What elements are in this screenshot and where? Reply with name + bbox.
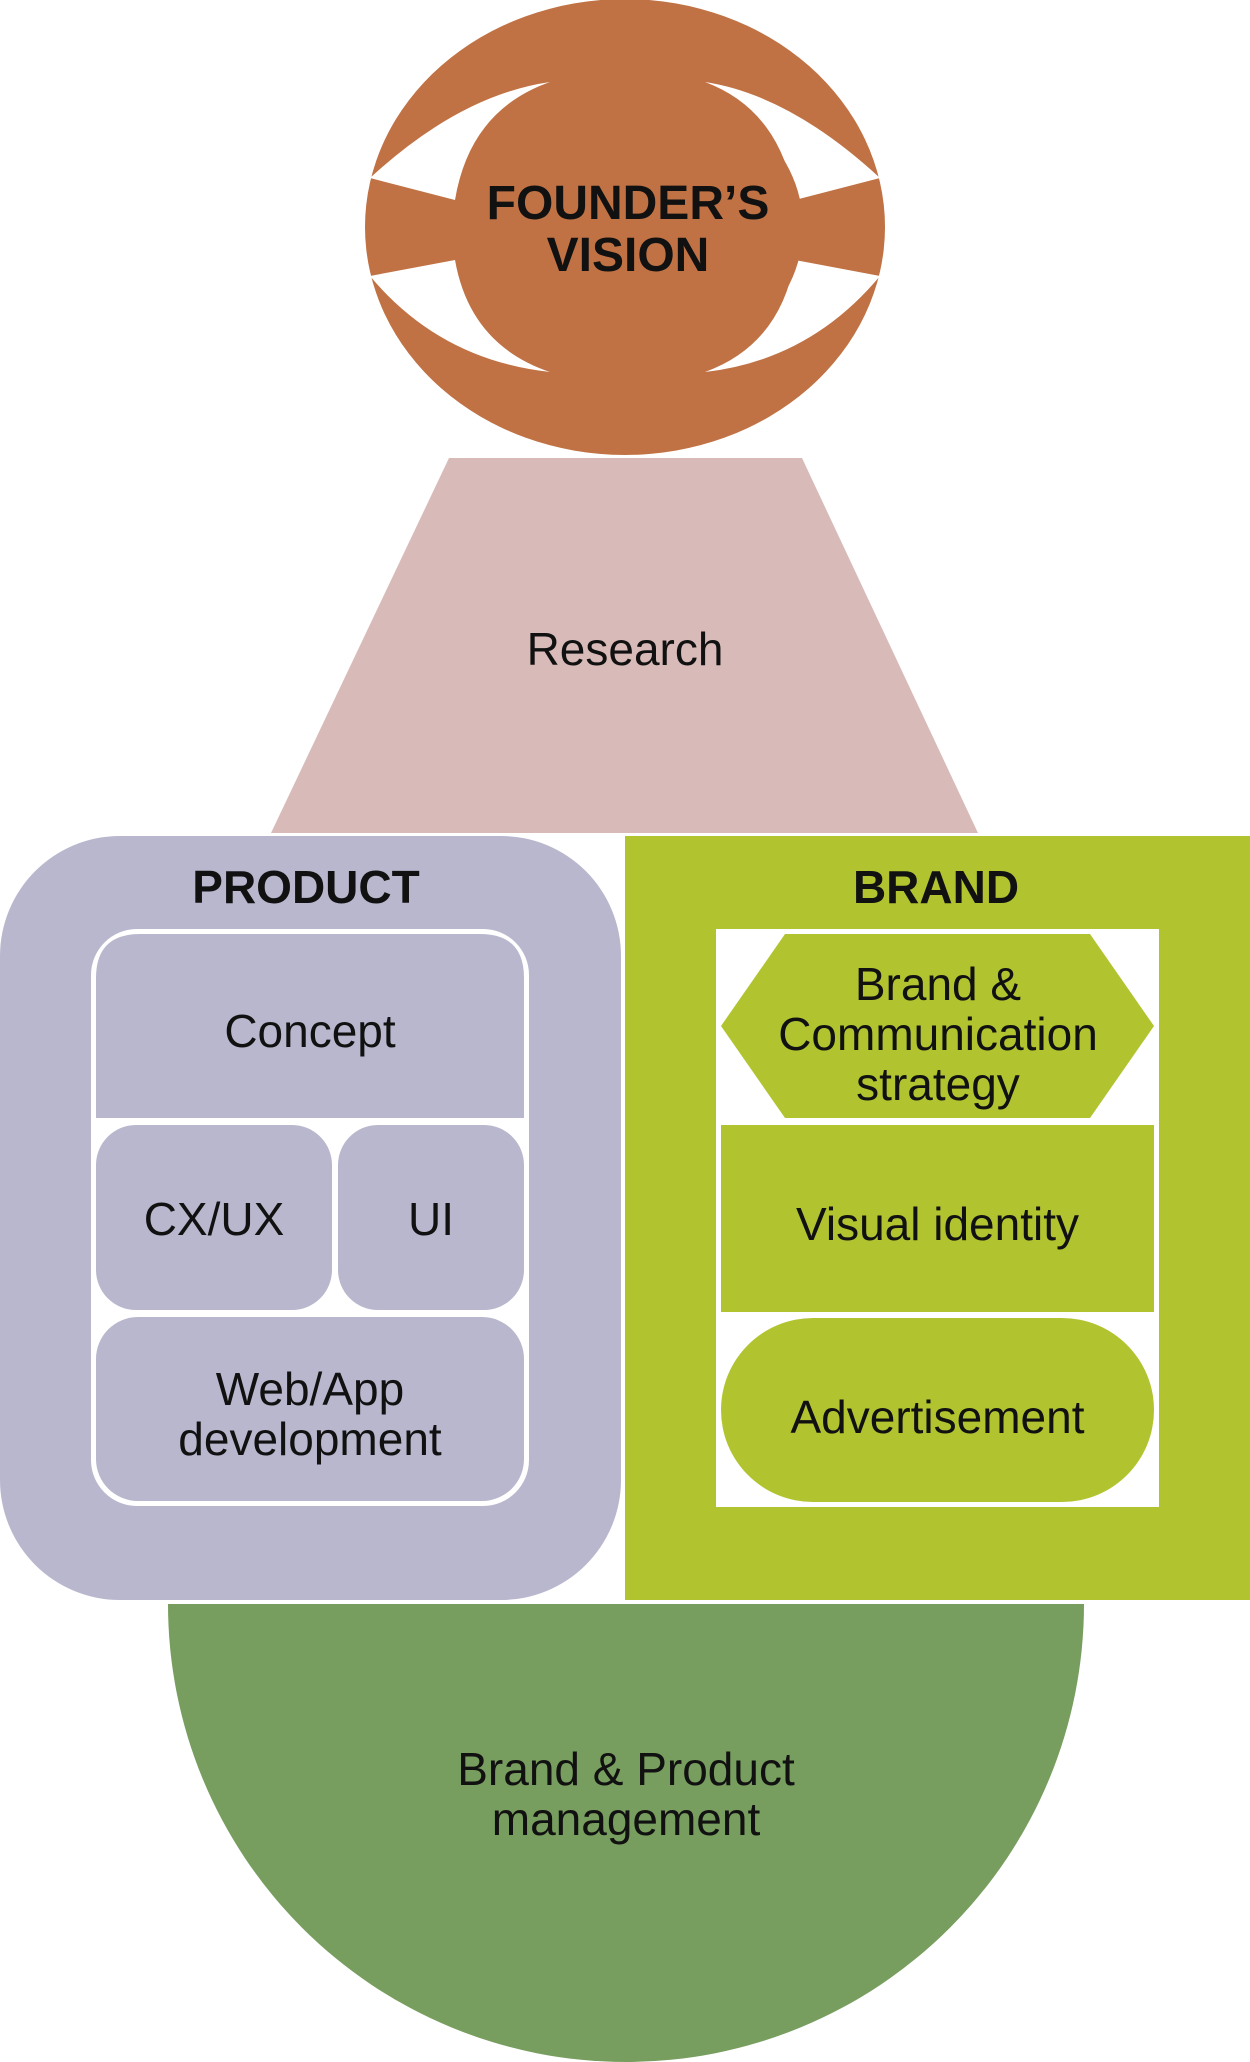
cxux-box — [96, 1125, 332, 1310]
visual-identity-box — [721, 1125, 1154, 1312]
ui-label: UI — [408, 1193, 454, 1246]
eye-lower-white — [370, 260, 550, 372]
advertisement-label: Advertisement — [790, 1391, 1085, 1444]
visual-identity-label: Visual identity — [796, 1198, 1079, 1251]
strategy-box — [721, 934, 1154, 1118]
eye-iris — [453, 79, 803, 375]
strategy-label: Brand & Communication strategy — [778, 958, 1098, 1110]
ui-box — [338, 1125, 524, 1310]
research-label: Research — [526, 623, 724, 676]
product-title: PRODUCT — [192, 861, 420, 914]
eye-upper-white — [370, 82, 550, 200]
founders-vision-label: FOUNDER’S VISION — [486, 177, 770, 282]
management-label: Brand & Product management — [457, 1743, 795, 1845]
eye-lower-white-right — [705, 260, 880, 372]
webapp-box — [96, 1317, 524, 1501]
research-shape — [271, 458, 978, 833]
brand-title: BRAND — [852, 861, 1020, 914]
webapp-label: Web/App development — [178, 1363, 442, 1465]
cxux-label: CX/UX — [143, 1193, 285, 1246]
founders-vision-shape — [365, 0, 885, 455]
concept-label: Concept — [224, 1005, 396, 1058]
concept-box — [96, 934, 524, 1118]
eye-upper-white-right — [705, 82, 880, 200]
advertisement-box — [721, 1318, 1154, 1502]
management-shape — [168, 1604, 1084, 2062]
